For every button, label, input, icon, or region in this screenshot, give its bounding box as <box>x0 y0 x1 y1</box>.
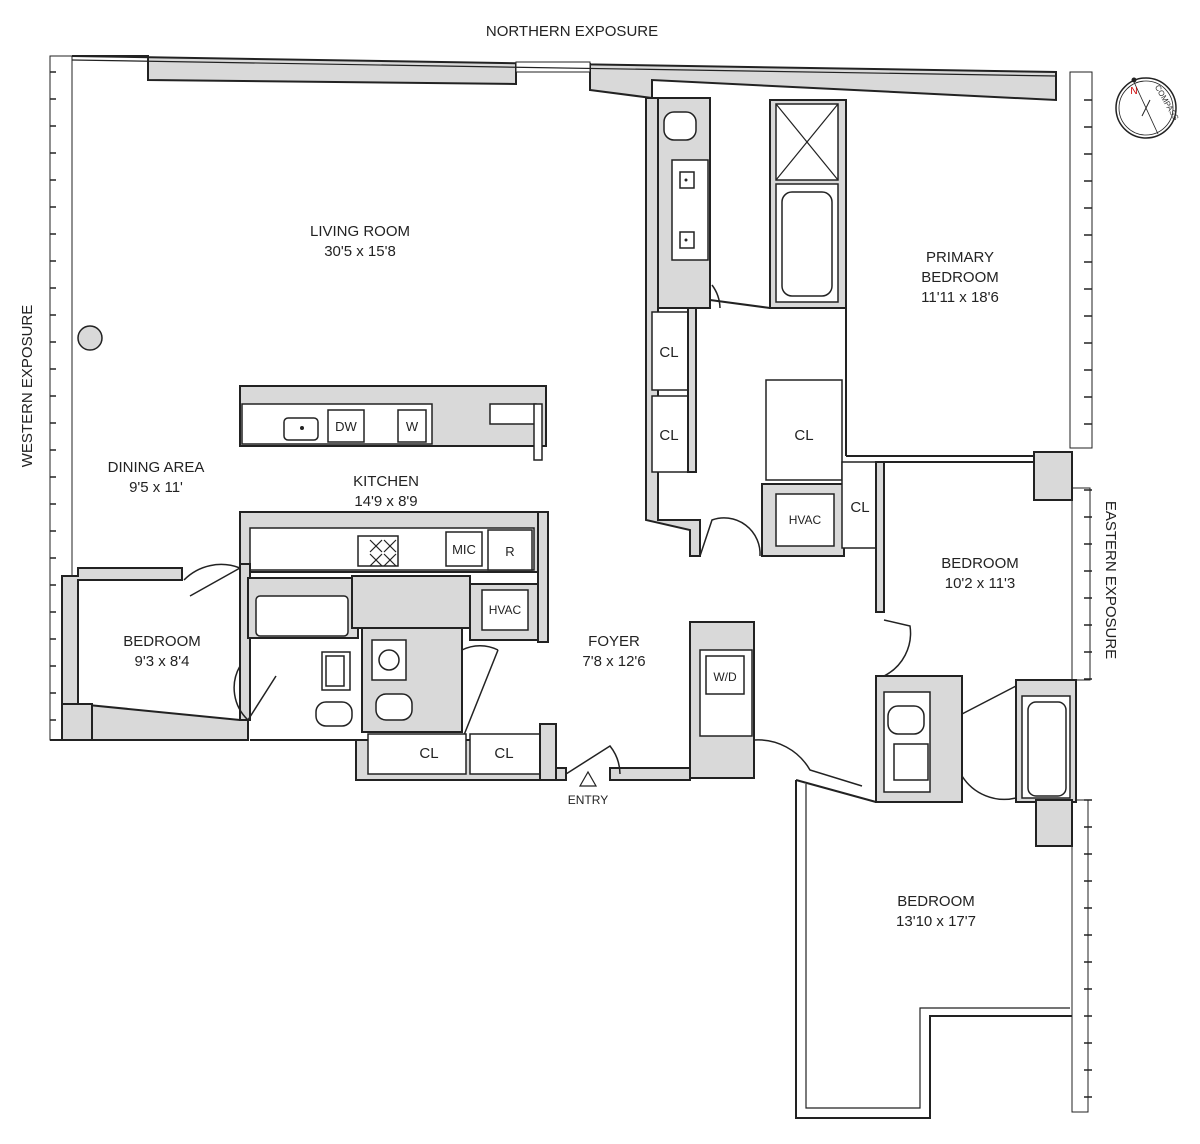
bedroom-south-size: 13'10 x 17'7 <box>896 913 976 930</box>
east-exposure-label: EASTERN EXPOSURE <box>1102 501 1119 659</box>
kitchen-name: KITCHEN <box>353 473 419 490</box>
dishwasher-label: DW <box>335 419 357 434</box>
compass-north: N <box>1130 86 1137 97</box>
east-mullions <box>1084 99 1092 1098</box>
compass-icon: N COMPASS <box>1115 77 1180 139</box>
closet-label: CL <box>850 499 869 516</box>
bedroom-east-name: BEDROOM <box>941 555 1019 572</box>
east-window-wall-lower <box>1071 799 1089 1113</box>
south-bedroom-walls <box>795 779 1072 1119</box>
entry-label: ENTRY <box>568 793 608 807</box>
east-bath <box>875 675 1077 847</box>
foyer-name: FOYER <box>588 633 640 650</box>
east-bedroom-walls <box>875 451 1073 677</box>
primary-bedroom-name-1: PRIMARY <box>926 249 994 266</box>
dining-size: 9'5 x 11' <box>129 479 183 496</box>
closet-label: CL <box>494 745 513 762</box>
bedroom-west-name: BEDROOM <box>123 633 201 650</box>
entry-wall <box>555 745 691 787</box>
washer-dryer-label: W/D <box>713 670 737 684</box>
southwest-corner <box>61 703 93 741</box>
primary-bath-walls <box>657 97 1034 457</box>
microwave-label: MIC <box>452 542 476 557</box>
primary-closets <box>651 307 881 557</box>
wd-closet <box>689 621 755 779</box>
hvac-label: HVAC <box>489 603 522 617</box>
wine-fridge-label: W <box>406 419 419 434</box>
west-exposure-label: WESTERN EXPOSURE <box>19 305 36 468</box>
living-room-size: 30'5 x 15'8 <box>324 243 396 260</box>
foyer-hvac-closet <box>469 511 549 643</box>
closet-label: CL <box>794 427 813 444</box>
east-window-wall-upper <box>1069 71 1093 449</box>
primary-bedroom-size: 11'11 x 18'6 <box>921 289 999 306</box>
foyer-size: 7'8 x 12'6 <box>582 653 645 670</box>
structural-column <box>77 325 103 351</box>
bedroom-east-size: 10'2 x 11'3 <box>945 575 1016 592</box>
east-window-wall-middle <box>1071 487 1091 681</box>
dining-name: DINING AREA <box>108 459 205 476</box>
kitchen-size: 14'9 x 8'9 <box>354 493 417 510</box>
north-wall <box>71 55 1057 102</box>
living-room-name: LIVING ROOM <box>310 223 410 240</box>
primary-bedroom-name-2: BEDROOM <box>921 269 999 286</box>
bedroom-west-size: 9'3 x 8'4 <box>135 653 190 670</box>
kitchen-island <box>239 385 547 461</box>
north-exposure-label: NORTHERN EXPOSURE <box>486 23 658 40</box>
closet-label: CL <box>659 344 678 361</box>
west-window-wall <box>49 55 73 741</box>
powder-room <box>361 627 463 733</box>
foyer-closets <box>367 723 557 781</box>
closet-label: CL <box>659 427 678 444</box>
hvac-label: HVAC <box>789 513 822 527</box>
closet-label: CL <box>419 745 438 762</box>
bedroom-south-name: BEDROOM <box>897 893 975 910</box>
refrigerator-label: R <box>505 544 514 559</box>
